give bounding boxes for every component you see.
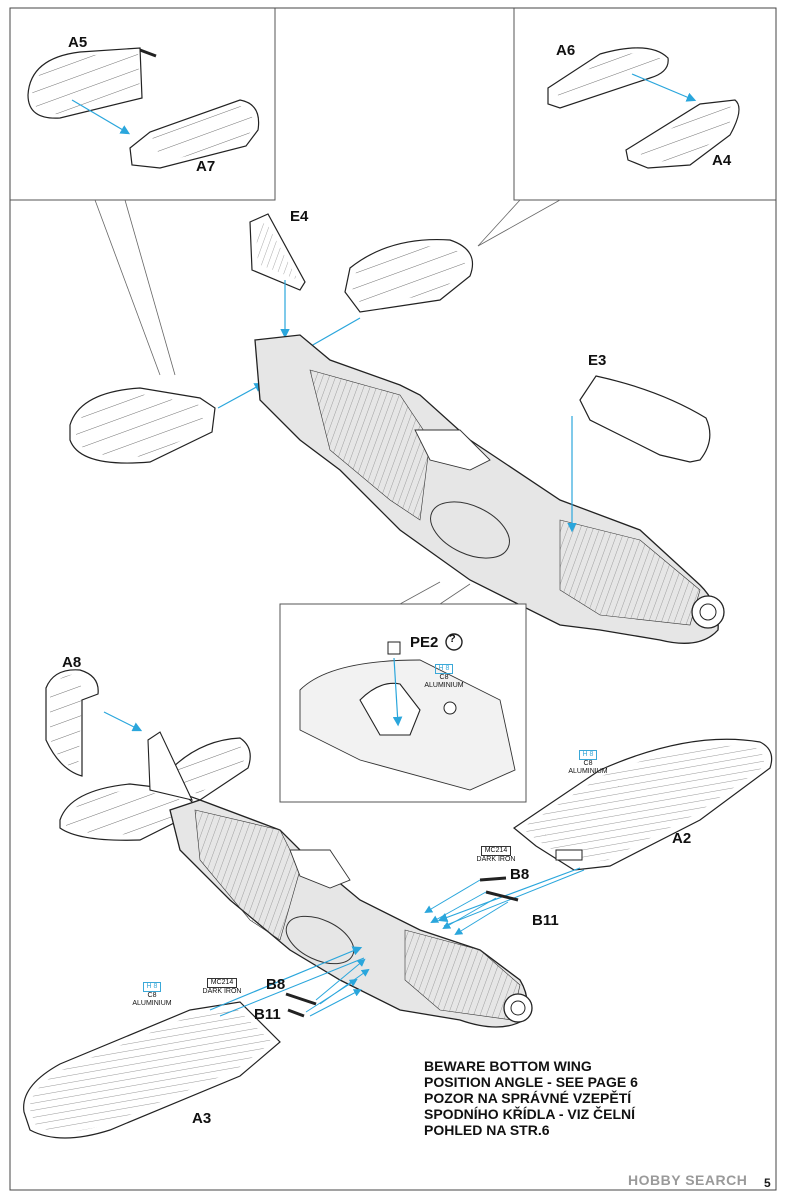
label-a2: A2 (672, 830, 692, 847)
label-pe2: PE2 (410, 634, 439, 651)
paint-code-c: C8 (583, 760, 593, 767)
paint-code-c: C8 (147, 992, 157, 999)
watermark: HOBBY SEARCH (628, 1172, 748, 1188)
page-number: 5 (764, 1176, 771, 1190)
paint-code-h: H 8 (578, 750, 598, 760)
note-line-4: SPODNÍHO KŘÍDLA - VIZ ČELNÍ (424, 1106, 636, 1122)
lower-fuselage-assembly (23, 669, 773, 1139)
label-a5: A5 (68, 34, 88, 51)
paint-code-mc: MC214 (206, 978, 238, 988)
part-b8-left (285, 992, 317, 1006)
upper-fuselage-assembly (69, 213, 725, 644)
paint-callout-b8-left: MC214 DARK IRON (196, 978, 248, 996)
label-a3: A3 (192, 1110, 212, 1127)
label-b11-right: B11 (532, 912, 559, 929)
paint-name: ALUMINIUM (132, 1000, 172, 1007)
part-b11-left (287, 1008, 305, 1018)
note-line-5: POHLED NA STR.6 (424, 1122, 550, 1138)
paint-name: ALUMINIUM (424, 682, 464, 689)
label-e4: E4 (290, 208, 309, 225)
paint-name: DARK IRON (202, 988, 242, 995)
label-b8-left: B8 (266, 976, 286, 993)
paint-callout-a2: H 8 C8 ALUMINIUM (562, 750, 614, 776)
lower-spinner (503, 993, 533, 1023)
paint-code-h: H 8 (142, 982, 162, 992)
upper-cockpit (414, 429, 491, 471)
paint-callout-a3: H 8 C8 ALUMINIUM (126, 982, 178, 1008)
label-e3: E3 (588, 352, 607, 369)
lower-cockpit (289, 849, 351, 889)
note-line-1: BEWARE BOTTOM WING (424, 1058, 592, 1074)
part-pe2 (387, 641, 401, 655)
inset-detail-pe2 (279, 581, 527, 803)
inset-elevator-a5-a7 (10, 8, 276, 376)
paint-name: DARK IRON (476, 856, 516, 863)
help-icon (445, 633, 463, 651)
label-a8: A8 (62, 654, 82, 671)
label-b8-right: B8 (510, 866, 530, 883)
note-line-2: POSITION ANGLE - SEE PAGE 6 (424, 1074, 638, 1090)
label-a6: A6 (556, 42, 576, 59)
paint-code-c: C8 (439, 674, 449, 681)
help-symbol: ? (449, 633, 456, 645)
part-b11-right (485, 890, 519, 902)
part-b8-right (479, 876, 507, 882)
part-e3 (579, 375, 711, 463)
page-frame (9, 7, 777, 1191)
paint-name: ALUMINIUM (568, 768, 608, 775)
note-line-3: POZOR NA SPRÁVNÉ VZEPĚTÍ (424, 1090, 632, 1106)
paint-callout-pe2: H 8 C8 ALUMINIUM (418, 664, 470, 690)
paint-code-h: H 8 (434, 664, 454, 674)
label-b11-left: B11 (254, 1006, 281, 1023)
paint-code-mc: MC214 (480, 846, 512, 856)
inset-elevator-a6-a4 (477, 8, 776, 247)
label-a7: A7 (196, 158, 216, 175)
label-a4: A4 (712, 152, 732, 169)
upper-spinner (691, 595, 725, 629)
paint-callout-b8-right: MC214 DARK IRON (470, 846, 522, 864)
warning-note: BEWARE BOTTOM WING POSITION ANGLE - SEE … (424, 1058, 638, 1138)
